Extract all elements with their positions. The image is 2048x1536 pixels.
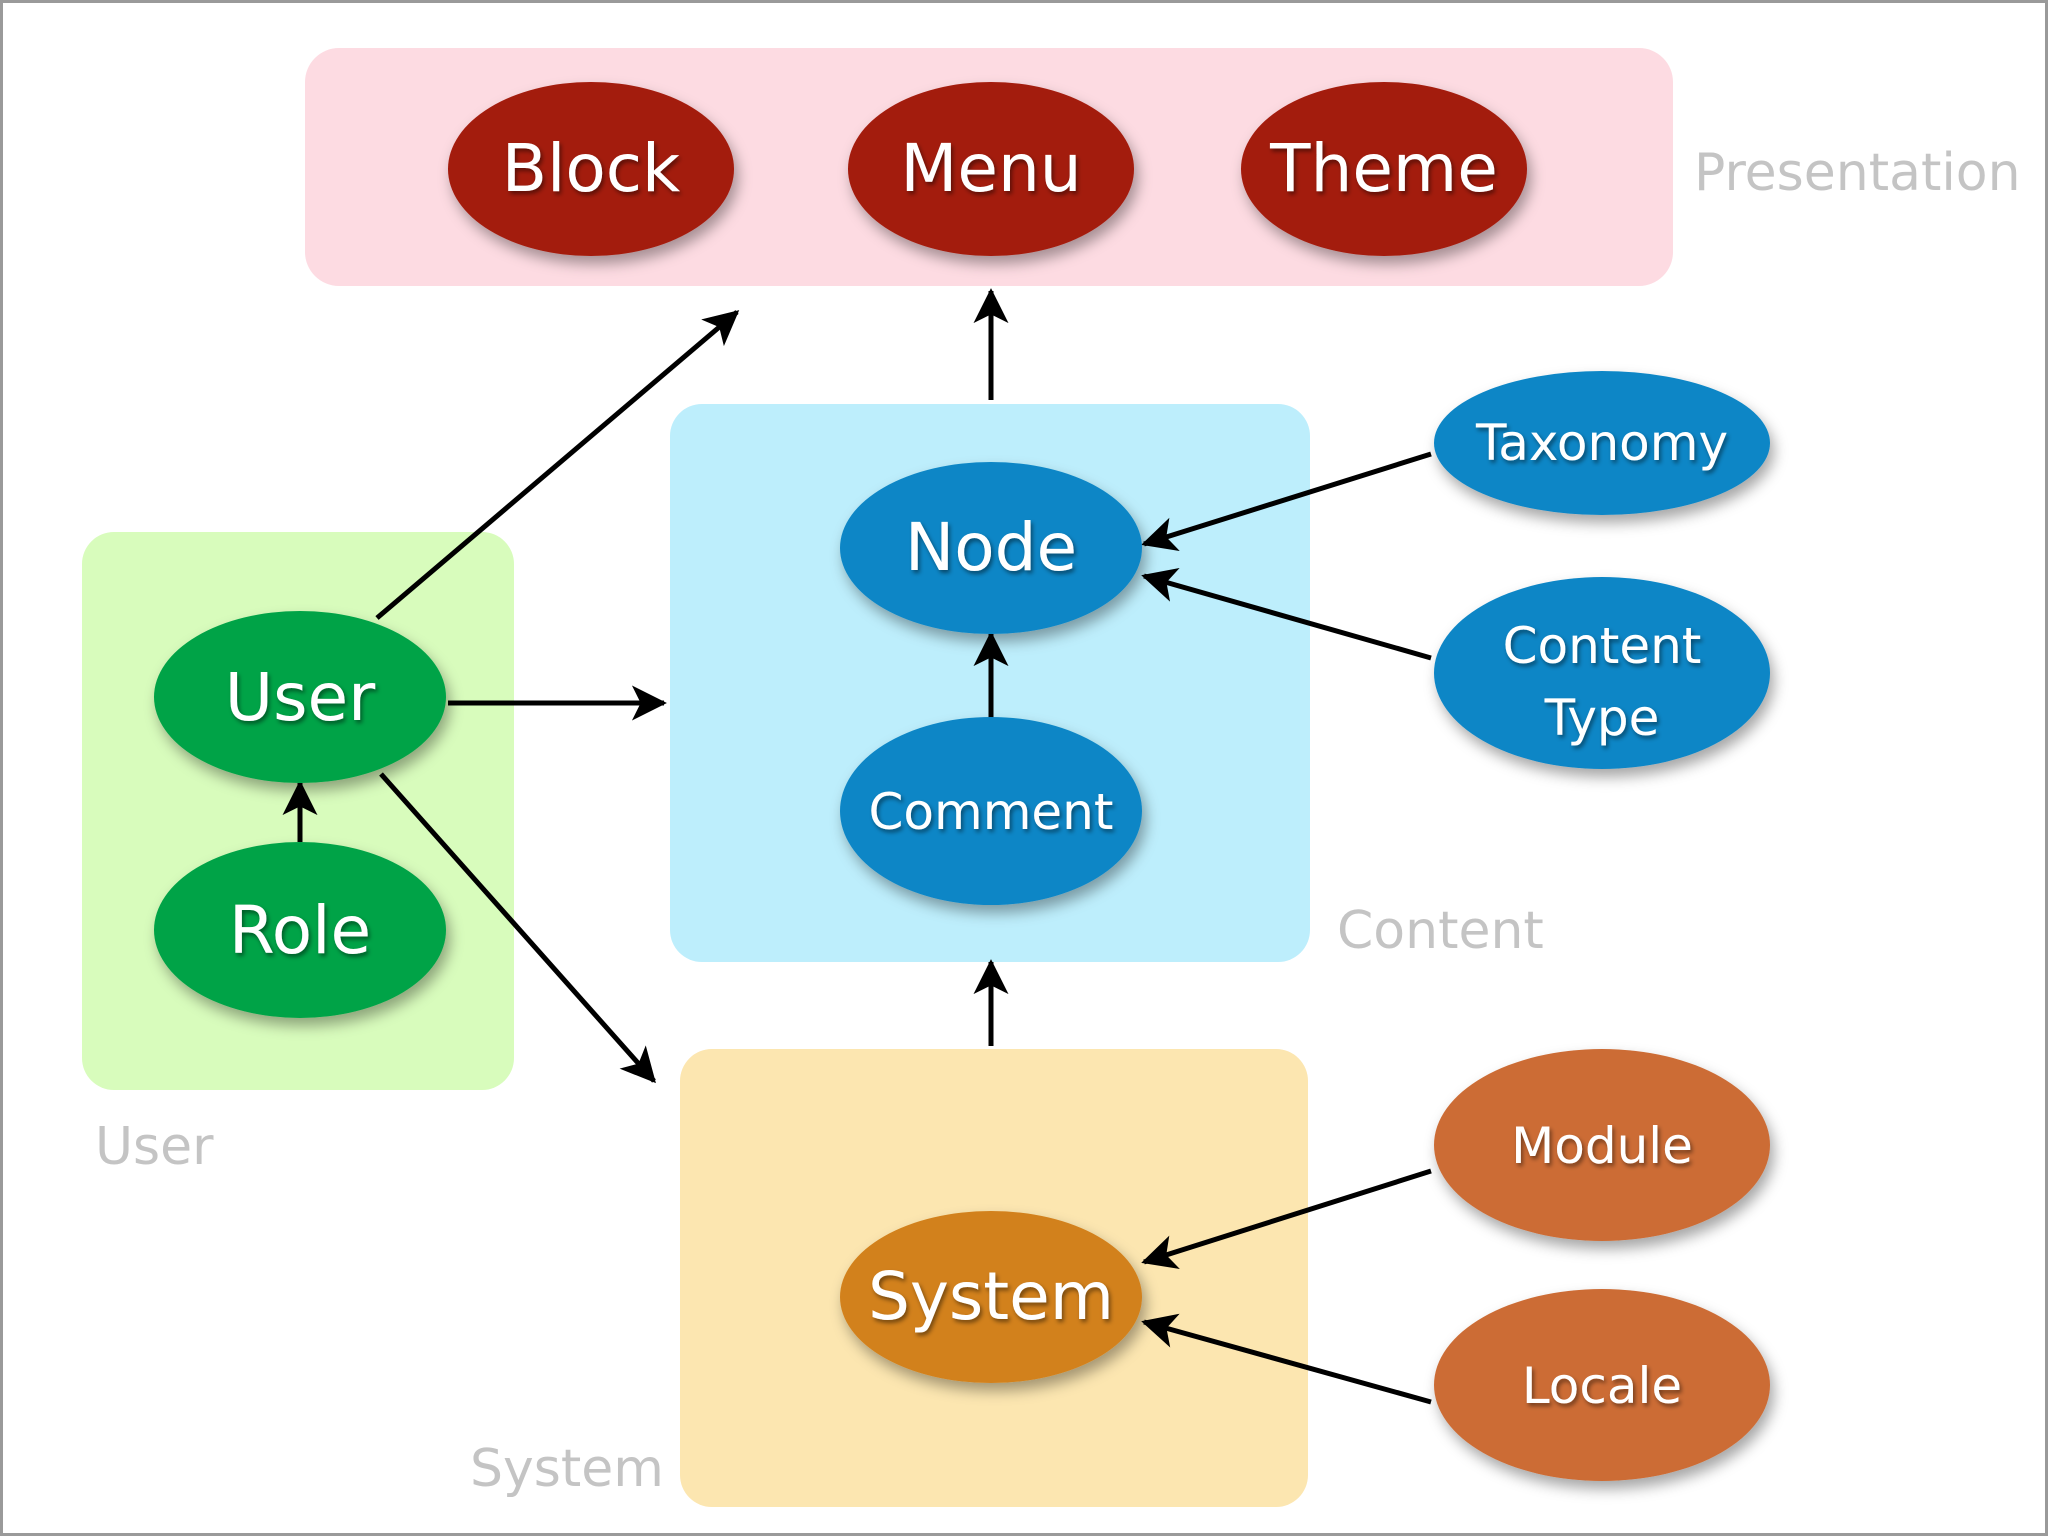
comment-node-shape	[840, 717, 1142, 905]
edge-module-to-system	[1141, 1168, 1432, 1269]
user-node-label: User	[225, 659, 376, 736]
module-node: Module	[1434, 1049, 1770, 1241]
module-node-shape	[1434, 1049, 1770, 1241]
edge-user-to-system	[379, 772, 656, 1084]
presentation-group-label: Presentation	[1694, 143, 2021, 203]
node-node-label: Node	[905, 509, 1077, 586]
edge-locale-to-system	[1141, 1313, 1432, 1405]
edge-user-to-presentation	[375, 310, 740, 620]
taxonomy-node-shape	[1434, 371, 1770, 515]
edge-taxonomy-to-node	[1141, 451, 1432, 552]
content-type-node-label-line1: Content	[1503, 617, 1702, 675]
user-group-label: User	[95, 1117, 214, 1177]
node-node: Node	[840, 462, 1142, 634]
content-group-label: Content	[1337, 901, 1544, 961]
role-node-shape	[154, 842, 446, 1018]
content-type-node: Content Type	[1434, 577, 1770, 769]
system-group-label: System	[470, 1439, 664, 1499]
role-node: Role	[154, 842, 446, 1018]
user-node: User	[154, 611, 446, 783]
taxonomy-node: Taxonomy	[1434, 371, 1770, 515]
user-node-shape	[154, 611, 446, 783]
theme-node: Theme	[1241, 82, 1527, 256]
taxonomy-node-label: Taxonomy	[1475, 414, 1728, 472]
menu-node-label: Menu	[900, 130, 1081, 207]
system-node-label: System	[868, 1258, 1114, 1335]
system-node-shape	[840, 1211, 1142, 1383]
locale-node-shape	[1434, 1289, 1770, 1481]
content-type-node-label-line2: Type	[1544, 689, 1660, 747]
block-node: Block	[448, 82, 734, 256]
role-node-label: Role	[229, 892, 371, 969]
theme-node-label: Theme	[1269, 130, 1498, 207]
comment-node-label: Comment	[869, 783, 1114, 841]
block-node-label: Block	[502, 130, 681, 207]
node-node-shape	[840, 462, 1142, 634]
locale-node-label: Locale	[1522, 1357, 1682, 1415]
theme-node-shape	[1241, 82, 1527, 256]
edge-contenttype-to-node	[1141, 567, 1432, 661]
system-node: System	[840, 1211, 1142, 1383]
block-node-shape	[448, 82, 734, 256]
menu-node-shape	[848, 82, 1134, 256]
menu-node: Menu	[848, 82, 1134, 256]
locale-node: Locale	[1434, 1289, 1770, 1481]
content-type-node-shape	[1434, 577, 1770, 769]
comment-node: Comment	[840, 717, 1142, 905]
module-node-label: Module	[1511, 1117, 1693, 1175]
